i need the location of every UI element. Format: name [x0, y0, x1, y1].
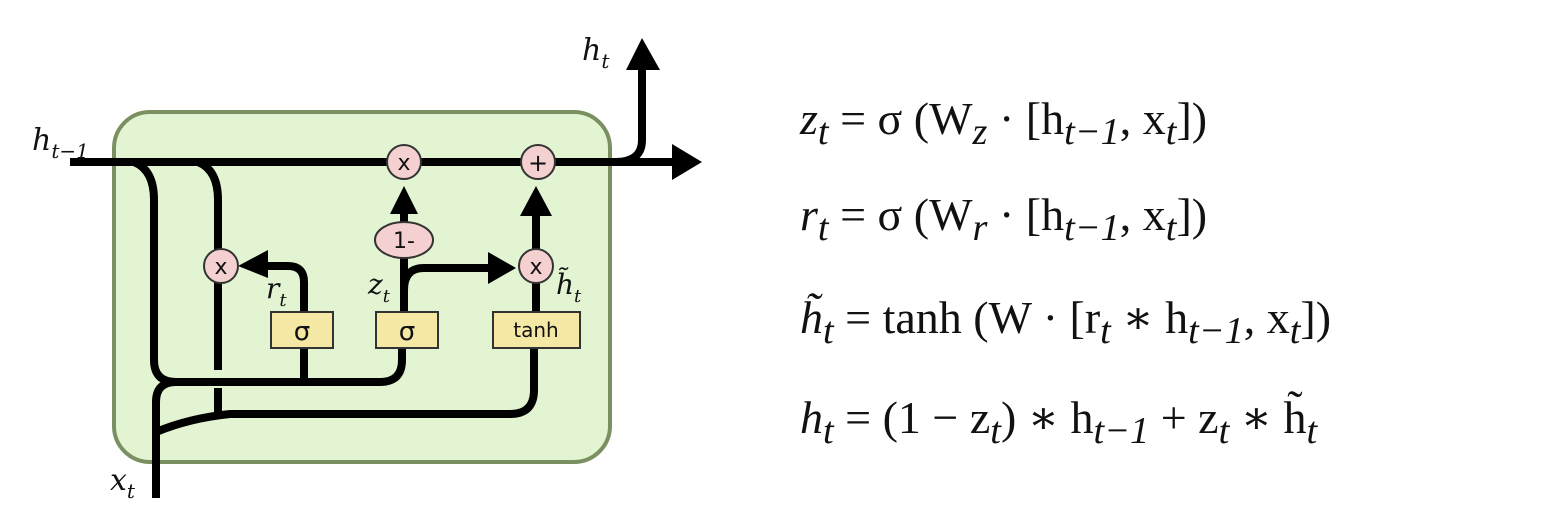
- candidate-layer-label: tanh: [513, 318, 558, 342]
- input-to-candidate-line: [154, 346, 538, 436]
- one-minus-op: 1-: [374, 221, 434, 259]
- update-arrow-icon: [488, 252, 516, 284]
- h-prev-label: ht−1: [32, 123, 89, 163]
- add-arrow-icon: [520, 186, 552, 216]
- input-line: [152, 378, 177, 498]
- output-right-arrow-icon: [672, 144, 702, 180]
- candidate-layer: tanh: [492, 311, 581, 349]
- plus-icon: +: [528, 149, 548, 177]
- candidate-multiply-op: x: [518, 248, 554, 284]
- reset-gate-output-line: [262, 262, 308, 312]
- update-gate-label: σ: [399, 317, 415, 347]
- reset-multiply-op: x: [203, 248, 239, 284]
- reset-gate-label: σ: [294, 317, 310, 347]
- cell-body: [112, 110, 612, 464]
- h-prev-to-gates-line: [132, 158, 406, 386]
- h-tilde-label: h̃t: [556, 267, 582, 307]
- z-t-label: zt: [367, 268, 391, 307]
- h-prev-to-reset-line: [196, 158, 222, 370]
- x-in-label: xt: [110, 463, 136, 503]
- equation-update-gate: zt = σ (Wz · [ht−1, xt]): [800, 93, 1208, 154]
- equation-hidden-state: ht = (1 − zt) ∗ ht−1 + zt ∗ h̃t: [800, 392, 1318, 453]
- reset-arrow-icon: [238, 250, 268, 278]
- gru-cell-diagram: σ σ tanh x x + x 1- ht−1 ht xt rt zt h̃t: [32, 33, 702, 503]
- multiply-icon: x: [214, 255, 227, 280]
- update-gate: σ: [375, 311, 439, 349]
- equation-reset-gate: rt = σ (Wr · [ht−1, xt]): [800, 189, 1208, 250]
- one-minus-arrow-icon: [390, 186, 418, 214]
- multiply-icon: x: [529, 255, 542, 280]
- one-minus-label: 1-: [393, 229, 415, 254]
- output-up-line: [614, 68, 646, 166]
- update-to-candidate-line: [400, 264, 490, 291]
- output-up-arrow-icon: [626, 38, 660, 70]
- r-t-label: rt: [266, 272, 287, 311]
- add-op: +: [520, 144, 556, 180]
- h-out-label: ht: [582, 33, 610, 73]
- equation-candidate: h̃t = tanh (W · [rt ∗ ht−1, xt]): [800, 292, 1332, 353]
- reset-gate: σ: [270, 311, 334, 349]
- update-multiply-op: x: [386, 144, 422, 180]
- multiply-icon: x: [397, 151, 410, 176]
